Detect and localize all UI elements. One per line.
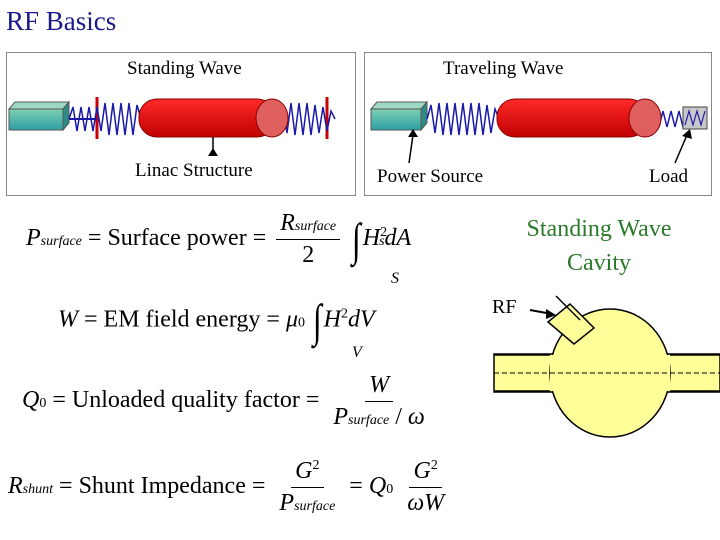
rf-label: RF bbox=[492, 296, 517, 318]
load-box bbox=[682, 106, 708, 130]
traveling-wave-panel: Traveling Wave Power Source bbox=[364, 52, 712, 196]
rf-coupler-port bbox=[546, 302, 596, 345]
cavity-title: Standing Wave Cavity bbox=[526, 216, 672, 276]
load-label: Load bbox=[649, 166, 689, 187]
linac-structure-pipe bbox=[138, 98, 289, 138]
traveling-wave-pipe bbox=[496, 98, 662, 138]
standing-wave-title: Standing Wave bbox=[127, 58, 242, 79]
load-pointer bbox=[674, 134, 688, 164]
right-standing-wave-spring bbox=[278, 102, 336, 136]
traveling-wave-illustration bbox=[369, 98, 708, 164]
traveling-wave-title: Traveling Wave bbox=[443, 58, 564, 79]
volume-integral-limit: V bbox=[352, 344, 362, 361]
power-source-label: Power Source bbox=[377, 166, 484, 187]
standing-wave-panel: Standing Wave Linac Structure bbox=[6, 52, 356, 196]
surface-integral-limit: S bbox=[391, 270, 399, 287]
cavity-illustration bbox=[493, 295, 720, 438]
linac-structure-label: Linac Structure bbox=[135, 160, 253, 181]
standing-wave-illustration bbox=[7, 97, 336, 156]
cavity-pointer bbox=[555, 295, 581, 321]
power-source-pointer bbox=[408, 134, 414, 164]
page-title: RF Basics bbox=[6, 6, 117, 36]
rf-source-box bbox=[7, 100, 71, 132]
em-field-energy-equation: W = EM field energy = μ0 ∫H2dV bbox=[58, 295, 375, 346]
left-standing-wave-spring bbox=[68, 102, 142, 136]
power-source-box bbox=[369, 100, 429, 132]
input-traveling-wave-spring bbox=[426, 102, 500, 136]
